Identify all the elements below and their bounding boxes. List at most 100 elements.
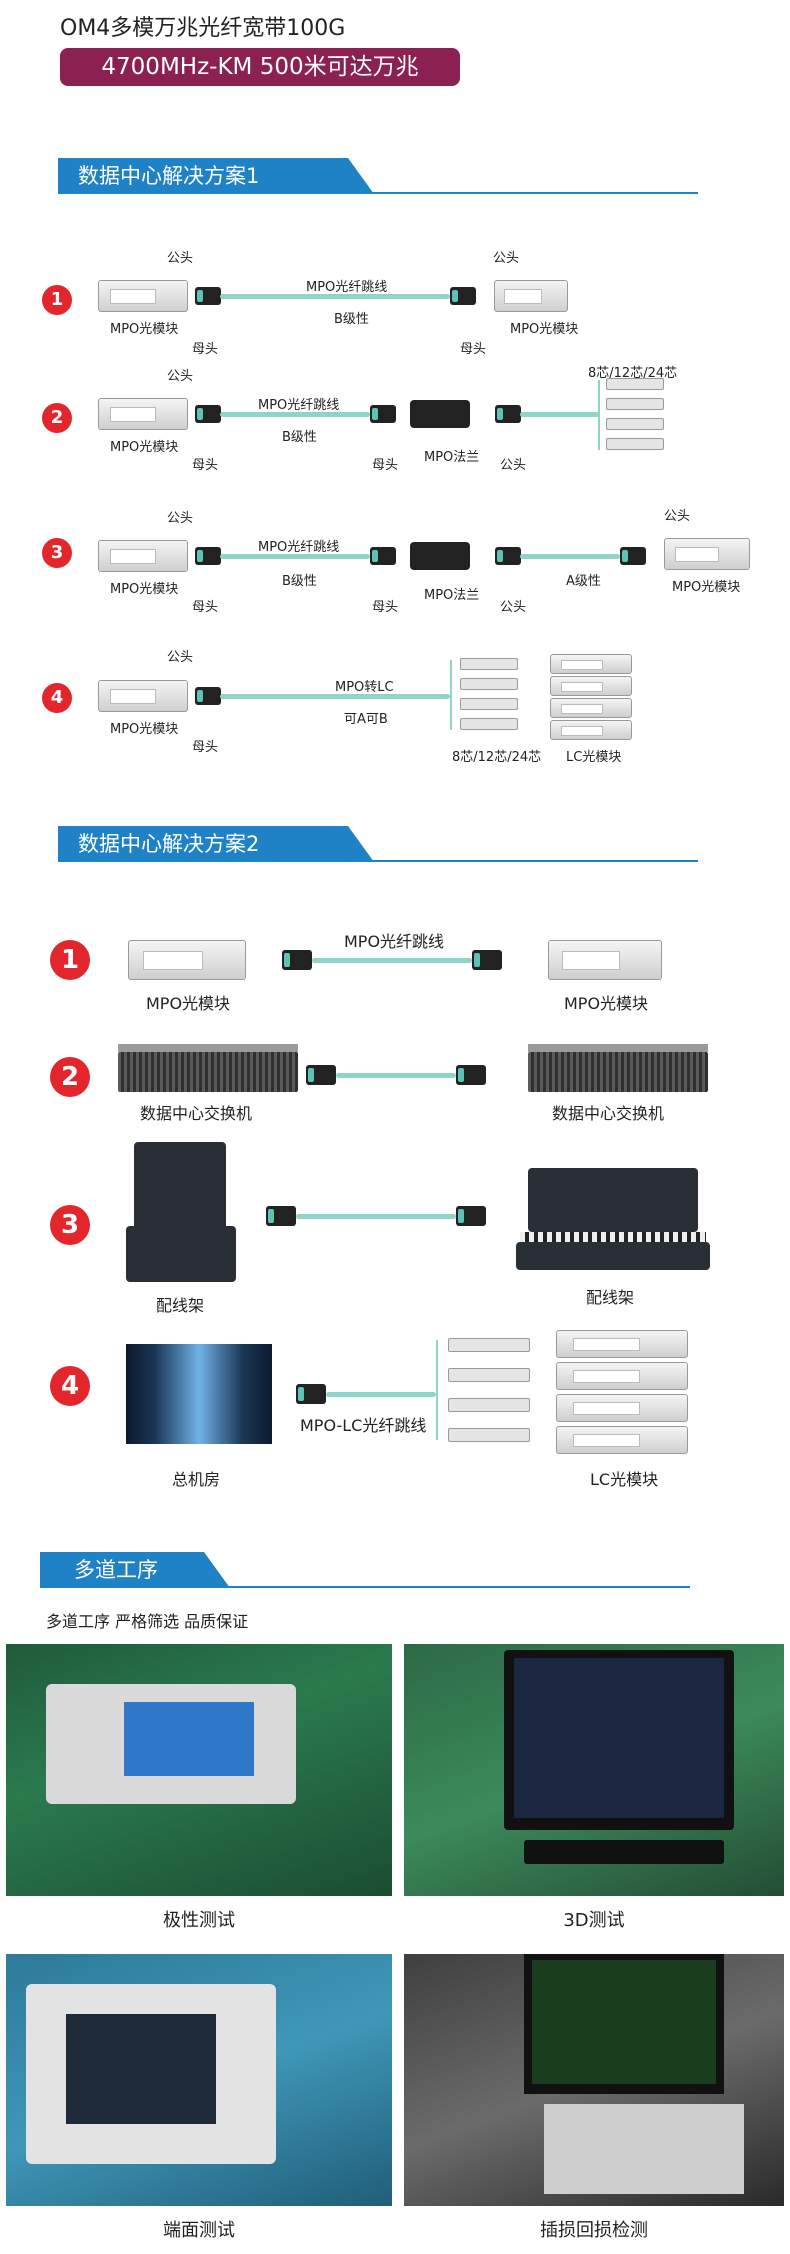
row1-connector-left — [195, 287, 221, 305]
row3-connector-mid — [370, 547, 396, 565]
row3-cable-right — [520, 554, 620, 559]
3d-test-photo — [404, 1644, 784, 1896]
row4-cable — [220, 694, 450, 699]
section1-header: 数据中心解决方案1 — [58, 158, 698, 194]
s2-row1-right-module — [548, 940, 662, 980]
row1-left-module — [98, 280, 188, 312]
insertion-loss-caption: 插损回损检测 — [540, 2220, 648, 2241]
row1-left-top: 公头 — [167, 251, 194, 266]
s2-row4-fanout-trunk — [436, 1340, 438, 1440]
s2-row3-right-rack-base — [516, 1242, 710, 1270]
row4-left-bottom: 母头 — [192, 740, 219, 755]
row3-left-bottom: 母头 — [192, 600, 219, 615]
row4-fanout-trunk — [450, 660, 452, 730]
row4-left-module-label: MPO光模块 — [110, 722, 179, 737]
s2-row3-right-panel — [520, 1232, 706, 1242]
polarity-test-caption: 极性测试 — [163, 1910, 235, 1931]
server-room-image — [126, 1344, 272, 1444]
row3-connector-right — [495, 547, 521, 565]
s2-row3-cable — [296, 1214, 456, 1219]
row4-fanout-lc — [460, 718, 518, 730]
insertion-loss-photo — [404, 1954, 784, 2206]
row2-fanout-lc — [606, 418, 664, 430]
row4-lc-module — [550, 654, 632, 674]
s2-row2-left-label: 数据中心交换机 — [140, 1104, 253, 1123]
row3-right-module-label: MPO光模块 — [672, 580, 741, 595]
s2-row4-cable — [326, 1392, 436, 1397]
keyboard — [524, 1840, 724, 1864]
row1-right-top: 公头 — [493, 251, 520, 266]
row4-left-module — [98, 680, 188, 712]
row1-cable-label: MPO光纤跳线 — [306, 280, 388, 295]
row2-number: 2 — [42, 403, 72, 433]
row2-left-module — [98, 398, 188, 430]
row2-fanout-trunk — [598, 380, 600, 450]
s2-row1-right-label: MPO光模块 — [564, 994, 649, 1013]
row2-fanout-lc — [606, 438, 664, 450]
row1-connector-right — [450, 287, 476, 305]
section3-title: 多道工序 — [40, 1552, 230, 1588]
section2-divider — [58, 860, 698, 862]
3d-test-caption: 3D测试 — [563, 1910, 625, 1931]
s2-row1-left-label: MPO光模块 — [146, 994, 231, 1013]
section3-divider — [40, 1586, 690, 1588]
row3-cable-label: MPO光纤跳线 — [258, 540, 340, 555]
row1-polarity: B级性 — [334, 312, 369, 327]
s2-row4-cable-label: MPO-LC光纤跳线 — [300, 1416, 427, 1435]
s2-row4-lc-module — [556, 1426, 688, 1454]
row2-fanout-lc — [606, 378, 664, 390]
s2-row4-lc-module — [556, 1362, 688, 1390]
row3-connector-far — [620, 547, 646, 565]
row3-left-top: 公头 — [167, 511, 194, 526]
section1-divider — [58, 192, 698, 194]
row2-cable-right — [520, 412, 600, 417]
row4-fanout-lc — [460, 658, 518, 670]
row4-polarity: 可A可B — [344, 712, 388, 727]
row1-number: 1 — [42, 285, 72, 315]
row2-cable-label: MPO光纤跳线 — [258, 398, 340, 413]
row4-connector-left — [195, 687, 221, 705]
s2-row4-fanout-lc — [448, 1398, 530, 1412]
s2-row1-cable-label: MPO光纤跳线 — [344, 932, 445, 951]
row3-right-top: 公头 — [664, 509, 691, 524]
s2-row4-number: 4 — [50, 1366, 90, 1406]
section3-subtitle: 多道工序 严格筛选 品质保证 — [46, 1612, 249, 1631]
s2-row3-number: 3 — [50, 1205, 90, 1245]
s2-row2-cable — [336, 1073, 456, 1078]
s2-row4-right-label: LC光模块 — [590, 1470, 659, 1489]
row1-right-module-label: MPO光模块 — [510, 322, 579, 337]
s2-row1-cable — [312, 958, 472, 963]
s2-row4-fanout-lc — [448, 1338, 530, 1352]
row4-left-top: 公头 — [167, 650, 194, 665]
row2-mid-bottom: 母头 — [372, 458, 399, 473]
row2-cable — [220, 412, 370, 417]
s2-row3-right-rack — [528, 1168, 698, 1232]
s2-row3-connector-right — [456, 1206, 486, 1226]
il-device — [544, 2104, 744, 2194]
row3-connector-left — [195, 547, 221, 565]
row4-lc-module — [550, 698, 632, 718]
row3-left-module — [98, 540, 188, 572]
monitor-screen — [514, 1658, 724, 1818]
s2-row1-connector-right — [472, 950, 502, 970]
s2-row3-left-rack — [126, 1226, 236, 1282]
row1-cable — [220, 294, 450, 299]
row3-left-module-label: MPO光模块 — [110, 582, 179, 597]
row3-right-mid-bottom: 公头 — [500, 600, 527, 615]
row2-fanout-label: 8芯/12芯/24芯 — [588, 366, 678, 381]
row2-left-bottom: 母头 — [192, 458, 219, 473]
row1-right-bottom: 母头 — [460, 342, 487, 357]
row3-polarity: B级性 — [282, 574, 317, 589]
row2-polarity: B级性 — [282, 430, 317, 445]
row4-lc-module — [550, 676, 632, 696]
row1-left-bottom: 母头 — [192, 342, 219, 357]
row3-polarity2: A级性 — [566, 574, 601, 589]
row2-connector-right — [495, 405, 521, 423]
device-screen — [124, 1702, 254, 1776]
s2-row2-right-label: 数据中心交换机 — [552, 1104, 665, 1123]
row4-fanout-label: 8芯/12芯/24芯 — [452, 750, 542, 765]
row3-right-module — [664, 538, 750, 570]
s2-row3-left-rack-cover — [134, 1142, 226, 1232]
s2-row2-right-switch-top — [528, 1044, 708, 1052]
page-title: OM4多模万兆光纤宽带100G — [60, 16, 346, 41]
